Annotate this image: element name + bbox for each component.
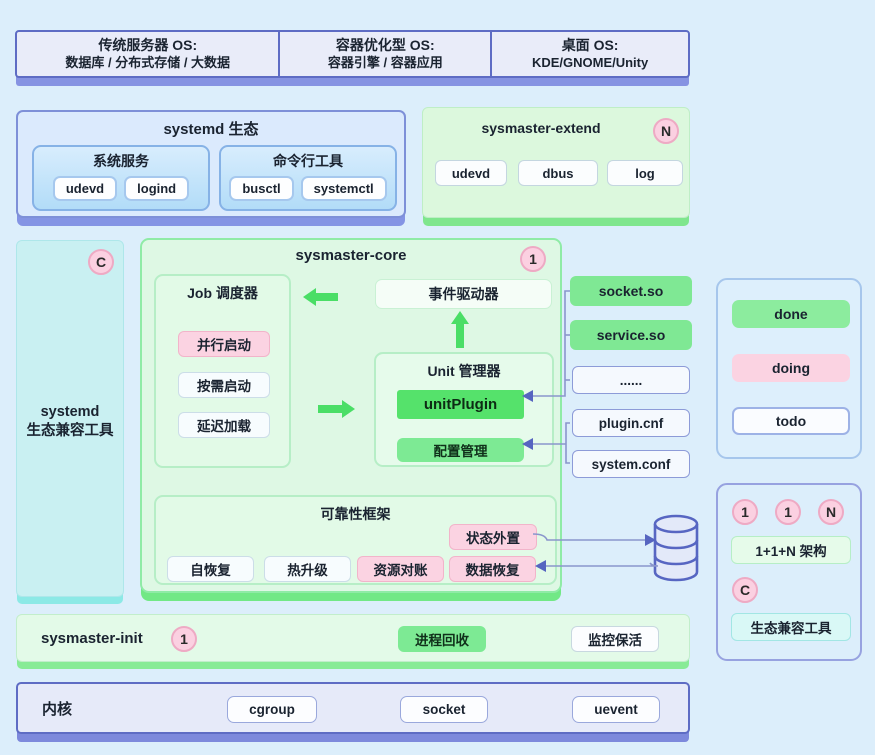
os-desktop-title: 桌面 OS:: [561, 37, 619, 54]
lazy-load-item: 延迟加载: [178, 412, 270, 438]
kernel-box: 内核 cgroup socket uevent: [16, 682, 690, 734]
udevd-chip: udevd: [52, 176, 118, 201]
system-services-group: 系统服务 udevd logind: [32, 145, 210, 211]
extend-dbus: dbus: [518, 160, 598, 186]
arch-label-box: 1+1+N 架构: [731, 536, 851, 564]
plugin-cnf-box: plugin.cnf: [572, 409, 690, 437]
config-mgmt-item: 配置管理: [397, 438, 524, 462]
busctl-chip: busctl: [229, 176, 294, 201]
cli-tools-group: 命令行工具 busctl systemctl: [219, 145, 397, 211]
process-recycle-item: 进程回收: [398, 626, 486, 652]
systemctl-chip: systemctl: [300, 176, 387, 201]
event-driver-box: 事件驱动器: [375, 279, 552, 309]
state-external-item: 状态外置: [449, 524, 537, 550]
sidebar-label-line1: systemd: [40, 404, 100, 420]
socket-so-box: socket.so: [570, 276, 692, 306]
os-server-title: 传统服务器 OS:: [98, 37, 198, 54]
sysmaster-core-box: sysmaster-core 1 Job 调度器 并行启动 按需启动 延迟加载 …: [140, 238, 562, 593]
on-demand-start-item: 按需启动: [178, 372, 270, 398]
os-cell-server: 传统服务器 OS: 数据库 / 分布式存储 / 大数据: [17, 32, 281, 76]
sysmaster-extend-title: sysmaster-extend: [481, 120, 601, 136]
data-recovery-item: 数据恢复: [449, 556, 536, 582]
arch-legend-panel: 1 1 N 1+1+N 架构 C 生态兼容工具: [716, 483, 862, 661]
legend-todo: todo: [732, 407, 850, 435]
legend-doing: doing: [732, 354, 850, 382]
systemd-eco-title: systemd 生态: [163, 121, 259, 138]
init-1-badge: 1: [171, 626, 197, 652]
more-plugins-box: ......: [572, 366, 690, 394]
extend-udevd: udevd: [435, 160, 507, 186]
kernel-title: 内核: [42, 700, 73, 718]
arch-badge-n: N: [818, 499, 844, 525]
system-conf-box: system.conf: [572, 450, 690, 478]
parallel-start-item: 并行启动: [178, 331, 270, 357]
unit-manager-box: Unit 管理器 unitPlugin 配置管理: [374, 352, 554, 467]
cgroup-chip: cgroup: [227, 696, 317, 723]
extend-n-badge: N: [653, 118, 679, 144]
os-bar: 传统服务器 OS: 数据库 / 分布式存储 / 大数据 容器优化型 OS: 容器…: [15, 30, 690, 78]
arch-badge-c: C: [732, 577, 758, 603]
system-services-title: 系统服务: [93, 153, 149, 169]
status-legend-panel: done doing todo: [716, 278, 862, 459]
sysmaster-init-title: sysmaster-init: [41, 629, 143, 647]
sysmaster-extend-box: sysmaster-extend N udevd dbus log: [422, 107, 690, 218]
job-scheduler-box: Job 调度器 并行启动 按需启动 延迟加载: [154, 274, 291, 468]
compat-label-box: 生态兼容工具: [731, 613, 851, 641]
database-icon: [653, 514, 699, 582]
service-so-box: service.so: [570, 320, 692, 350]
logind-chip: logind: [124, 176, 190, 201]
uevent-chip: uevent: [572, 696, 660, 723]
os-server-subtitle: 数据库 / 分布式存储 / 大数据: [65, 54, 231, 70]
reliability-title: 可靠性框架: [320, 506, 391, 522]
sysmaster-init-box: sysmaster-init 1 进程回收 监控保活: [16, 614, 690, 662]
compat-tools-sidebar: C systemd 生态兼容工具: [16, 240, 124, 597]
unit-manager-title: Unit 管理器: [427, 363, 501, 379]
unit-plugin-label: unitPlugin: [423, 396, 498, 413]
cli-tools-title: 命令行工具: [273, 153, 343, 169]
os-cell-container: 容器优化型 OS: 容器引擎 / 容器应用: [280, 32, 493, 76]
arch-badge-1a: 1: [732, 499, 758, 525]
reliability-box: 可靠性框架 状态外置 自恢复 热升级 资源对账 数据恢复: [154, 495, 557, 585]
os-desktop-subtitle: KDE/GNOME/Unity: [531, 54, 649, 70]
self-heal-item: 自恢复: [167, 556, 254, 582]
arch-badge-1b: 1: [775, 499, 801, 525]
os-cell-desktop: 桌面 OS: KDE/GNOME/Unity: [492, 32, 688, 76]
systemd-eco-box: systemd 生态 系统服务 udevd logind 命令行工具 busct…: [16, 110, 406, 218]
monitor-keepalive-item: 监控保活: [571, 626, 659, 652]
unit-plugin-item: unitPlugin: [397, 390, 524, 419]
sysmaster-core-title: sysmaster-core: [295, 247, 407, 264]
core-1-badge: 1: [520, 246, 546, 272]
job-scheduler-title: Job 调度器: [187, 285, 258, 301]
sidebar-c-badge: C: [88, 249, 114, 275]
os-container-subtitle: 容器引擎 / 容器应用: [327, 54, 443, 70]
socket-chip: socket: [400, 696, 488, 723]
legend-done: done: [732, 300, 850, 328]
sidebar-label-line2: 生态兼容工具: [26, 422, 114, 439]
resource-audit-item: 资源对账: [357, 556, 444, 582]
os-container-title: 容器优化型 OS:: [335, 37, 435, 54]
hot-upgrade-item: 热升级: [264, 556, 351, 582]
extend-log: log: [607, 160, 683, 186]
sidebar-label: systemd 生态兼容工具: [17, 403, 123, 441]
